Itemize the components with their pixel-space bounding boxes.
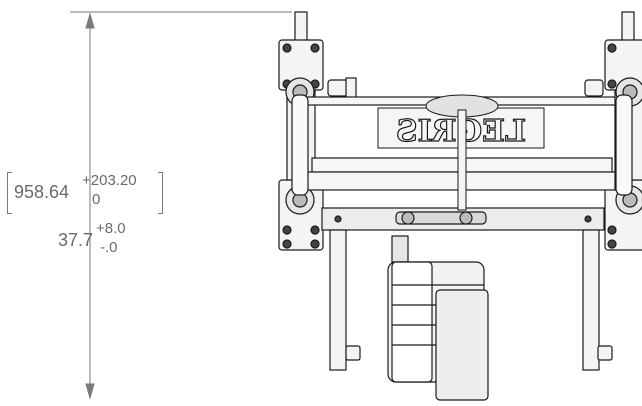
vertical-tubes xyxy=(291,94,633,196)
metric-upper-tolerance: +203.20 xyxy=(82,172,137,189)
metric-lower-tolerance: 0 xyxy=(92,191,101,208)
imperial-nominal: 37.7 xyxy=(58,230,94,250)
dimension-line xyxy=(70,11,292,400)
dim-right-bracket xyxy=(158,172,163,214)
dim-left-bracket xyxy=(7,172,12,214)
logo-panel: LEGRIS xyxy=(377,94,545,211)
arrow-down-icon xyxy=(85,383,95,400)
drive-unit xyxy=(387,211,489,401)
legs xyxy=(329,229,613,371)
metric-nominal: 958.64 xyxy=(14,182,70,202)
imperial-lower-tolerance: -.0 xyxy=(100,239,118,256)
arrow-up-icon xyxy=(85,12,95,29)
imperial-upper-tolerance: +8.0 xyxy=(96,220,126,237)
